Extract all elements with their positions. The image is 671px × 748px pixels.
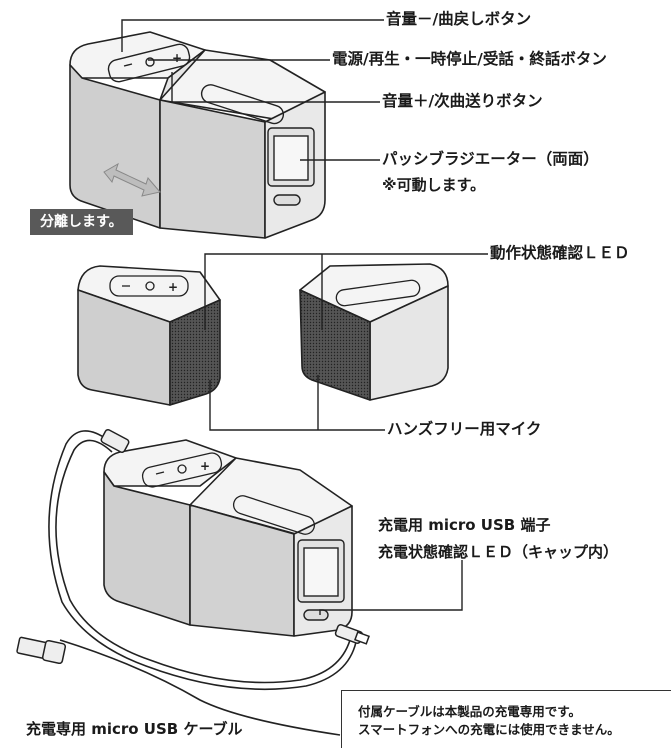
top-slot [200, 84, 285, 125]
label-handsfree-mic: ハンズフリー用マイク [387, 420, 542, 438]
label-movable-note: ※可動します。 [382, 176, 486, 194]
charging-buttons: + [141, 452, 223, 488]
charging-radiator [297, 539, 345, 621]
leader-lines-top [121, 19, 384, 161]
label-status-led: 動作状態確認ＬＥＤ [490, 244, 630, 262]
svg-text:+: + [200, 459, 210, 473]
module-right-slot [335, 279, 421, 307]
passive-radiator [267, 127, 315, 206]
notice-line-1: 付属ケーブルは本製品の充電専用です。 [358, 704, 582, 719]
label-charge-led: 充電状態確認ＬＥＤ（キャップ内） [378, 543, 619, 561]
separate-arrow [103, 162, 161, 197]
notice-line-2: スマートフォンへの充電には使用できません。 [358, 722, 620, 737]
label-passive-radiator: パッシブラジエーター（両面） [382, 150, 599, 168]
module-left [77, 265, 221, 406]
charging-slot [232, 495, 316, 535]
usb-a-plug [16, 636, 67, 665]
speaker-joined-charging [103, 439, 353, 637]
label-charging-cable: 充電専用 micro USB ケーブル [26, 720, 243, 738]
leader-lines-middle [204, 253, 488, 431]
leader-lines-bottom [319, 560, 463, 615]
svg-text:+: + [172, 51, 182, 65]
usb-cable [48, 430, 357, 736]
module-right [299, 263, 449, 401]
cable-notice-box: 付属ケーブルは本製品の充電専用です。 スマートフォンへの充電には使用できません。 [341, 690, 671, 748]
label-power-button: 電源/再生・一時停止/受話・終話ボタン [332, 50, 607, 68]
micro-usb-plug-top [100, 429, 130, 453]
separate-badge: 分離します。 [30, 209, 133, 235]
top-button-panel: + [107, 43, 191, 83]
label-volume-down: 音量－/曲戻しボタン [386, 10, 532, 28]
module-left-buttons: + [109, 275, 189, 297]
label-usb-port: 充電用 micro USB 端子 [378, 516, 551, 534]
micro-usb-plug-right [334, 624, 370, 645]
svg-text:+: + [168, 280, 178, 294]
label-volume-up: 音量＋/次曲送りボタン [382, 92, 543, 110]
